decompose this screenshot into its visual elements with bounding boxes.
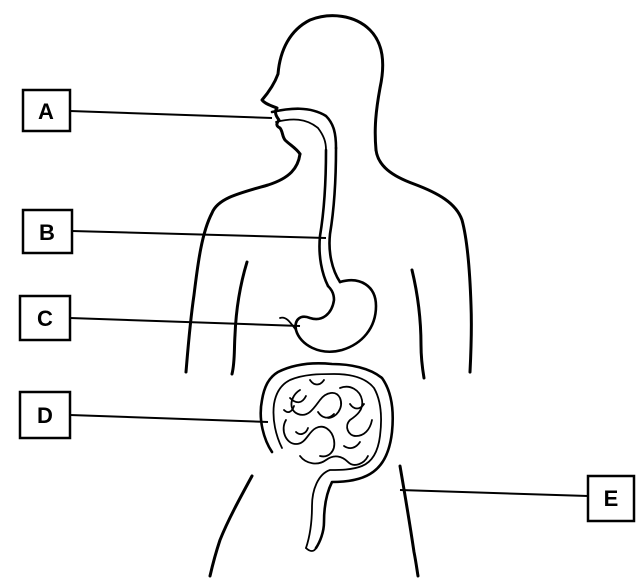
stomach [296, 280, 376, 351]
leader-line-b [72, 231, 326, 238]
leader-line-a [70, 111, 272, 118]
leader-lines [70, 111, 588, 496]
small-intestine [284, 380, 372, 465]
leader-line-c [70, 318, 300, 326]
label-c: C [20, 296, 70, 340]
label-c-text: C [37, 306, 53, 331]
label-e: E [588, 476, 634, 521]
label-b: B [23, 210, 72, 253]
label-e-text: E [604, 486, 619, 511]
oesophagus [329, 148, 340, 282]
label-a: A [23, 90, 70, 131]
label-d: D [20, 392, 70, 438]
digestive-tract [261, 109, 393, 551]
label-d-text: D [37, 403, 53, 428]
leader-line-e [400, 490, 588, 496]
label-b-text: B [39, 220, 55, 245]
label-a-text: A [38, 99, 54, 124]
leader-line-d [70, 415, 268, 422]
